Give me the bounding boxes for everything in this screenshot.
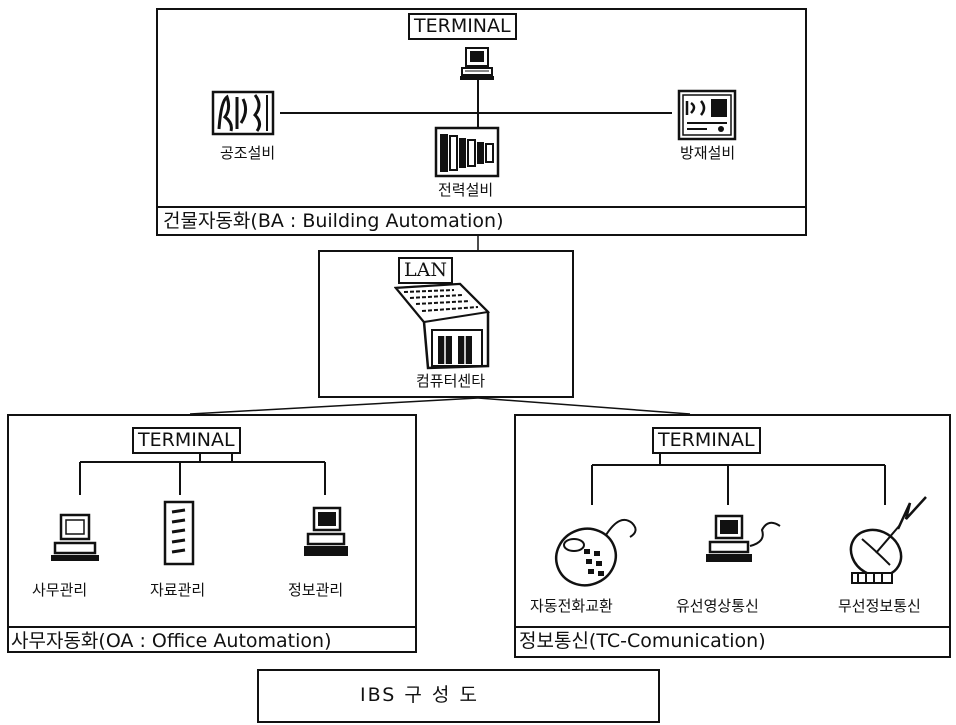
fire-prevention-label: 방재설비 <box>680 146 735 161</box>
auto-telephone-exchange-label: 자동전화교환 <box>530 599 613 614</box>
oa-terminal-label: TERMINAL <box>132 427 241 454</box>
diagram-title: IBS 구 성 도 <box>360 686 479 705</box>
info-management-label: 정보관리 <box>288 583 343 598</box>
telephone-exchange-icon <box>550 505 650 591</box>
tc-caption: 정보통신(TC-Comunication) <box>519 632 766 651</box>
info-computer-icon <box>300 506 352 560</box>
fire-prevention-equipment-icon <box>677 89 739 141</box>
video-communication-icon <box>704 512 784 576</box>
office-management-label: 사무관리 <box>32 583 87 598</box>
tc-divider <box>514 626 951 628</box>
ba-caption: 건물자동화(BA : Building Automation) <box>163 212 504 231</box>
tc-terminal-label: TERMINAL <box>652 427 761 454</box>
data-file-icon <box>163 500 197 566</box>
hvac-label: 공조설비 <box>220 146 275 161</box>
wireless-antenna-icon <box>846 495 936 593</box>
lan-label: LAN <box>398 257 453 284</box>
wireless-info-communication-label: 무선정보통신 <box>838 599 921 614</box>
power-equipment-icon <box>434 126 504 178</box>
ba-divider <box>156 206 807 208</box>
ba-terminal-label: TERMINAL <box>408 13 517 40</box>
computer-center-icon <box>394 282 498 370</box>
wired-video-communication-label: 유선영상통신 <box>676 599 759 614</box>
office-computer-icon <box>49 513 101 563</box>
oa-divider <box>7 626 417 628</box>
data-management-label: 자료관리 <box>150 583 205 598</box>
hvac-equipment-icon <box>211 89 279 137</box>
power-label: 전력설비 <box>438 183 493 198</box>
terminal-computer-icon <box>458 46 498 82</box>
oa-caption: 사무자동화(OA : Office Automation) <box>11 632 331 651</box>
computer-center-label: 컴퓨터센타 <box>416 374 485 389</box>
